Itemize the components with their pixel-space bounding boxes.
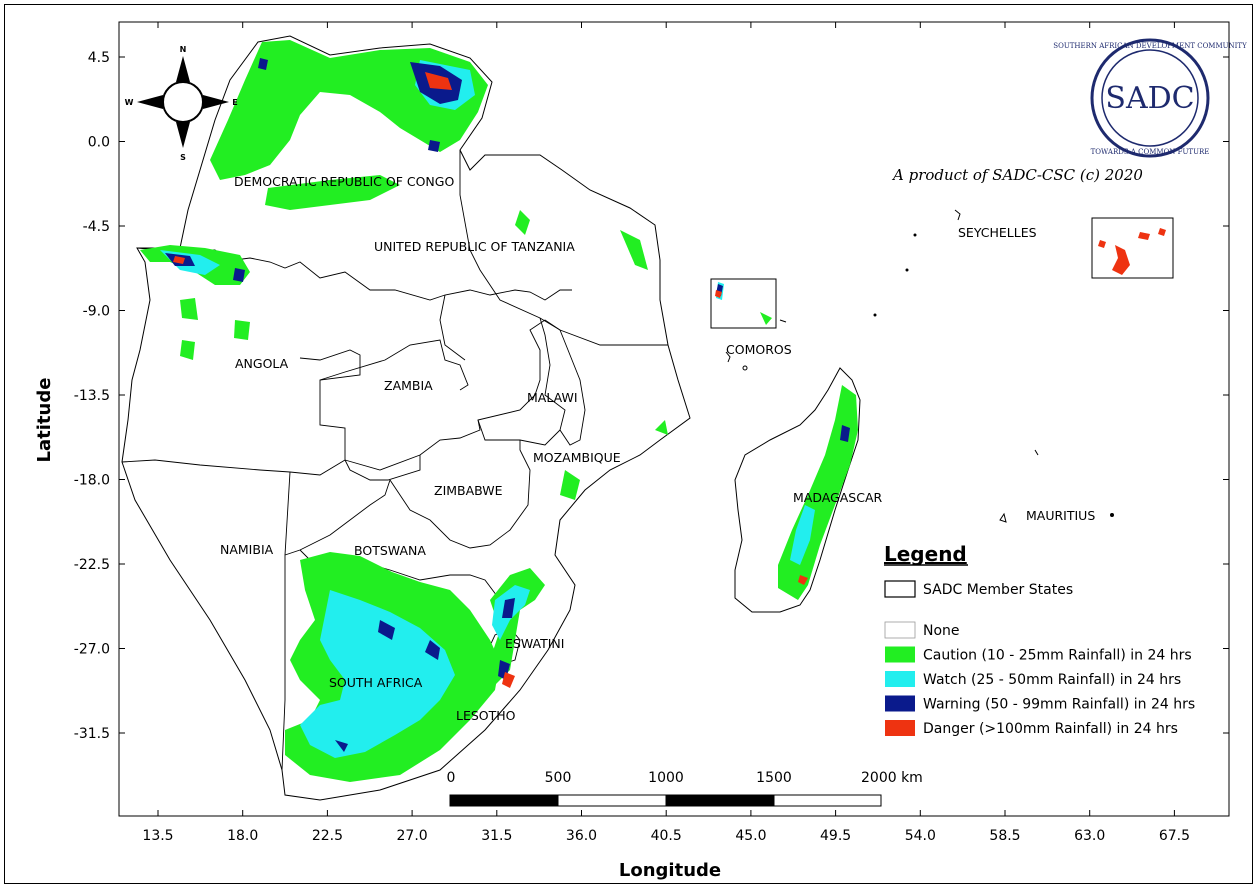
legend-swatch	[884, 621, 916, 639]
legend-swatch	[885, 695, 915, 712]
label-eswatini: ESWATINI	[505, 636, 564, 651]
legend-swatch	[885, 720, 915, 736]
label-comoros: COMOROS	[726, 342, 792, 357]
logo-motto: TOWARDS A COMMON FUTURE	[1091, 148, 1210, 156]
legend-item-label: Danger (>100mm Rainfall) in 24 hrs	[923, 721, 1178, 737]
legend-swatch-member-states	[884, 580, 916, 598]
x-tick-label: 58.5	[989, 828, 1020, 844]
x-tick-label: 36.0	[566, 828, 597, 844]
x-axis-title: Longitude	[619, 860, 721, 881]
label-zimbabwe: ZIMBABWE	[434, 483, 503, 498]
madagascar-outline	[734, 367, 861, 613]
y-tick-label: 0.0	[88, 135, 110, 151]
legend-title: Legend	[884, 542, 967, 566]
label-lesotho: LESOTHO	[456, 708, 516, 723]
y-tick-label: -18.0	[74, 473, 110, 489]
x-axis-ticks: 13.5 18.0 22.5 27.0 31.5 36.0 40.5 45.0 49.5 54.0…	[142, 22, 1190, 844]
label-madagascar: MADAGASCAR	[793, 490, 883, 505]
mauritius-inset	[1091, 217, 1174, 279]
scale-label-1500: 1500	[756, 770, 792, 786]
legend-item-label: Caution (10 - 25mm Rainfall) in 24 hrs	[923, 648, 1192, 664]
scale-label-2000: 2000 km	[861, 770, 923, 786]
sadc-logo: SADC SOUTHERN AFRICAN DEVELOPMENT COMMUN…	[1053, 38, 1247, 158]
logo-text: SADC	[1105, 81, 1194, 116]
x-tick-label: 67.5	[1159, 828, 1190, 844]
y-tick-label: -27.0	[74, 642, 110, 658]
x-tick-label: 54.0	[905, 828, 936, 844]
label-drc: DEMOCRATIC REPUBLIC OF CONGO	[234, 174, 454, 189]
label-seychelles: SEYCHELLES	[958, 225, 1037, 240]
label-malawi: MALAWI	[527, 390, 578, 405]
x-tick-label: 45.0	[735, 828, 766, 844]
y-tick-label: -4.5	[83, 219, 110, 235]
island-outlines	[725, 209, 1114, 523]
mainland-outline	[121, 35, 691, 801]
x-tick-label: 27.0	[397, 828, 428, 844]
label-tanzania: UNITED REPUBLIC OF TANZANIA	[374, 239, 575, 254]
label-botswana: BOTSWANA	[354, 543, 426, 558]
x-tick-label: 63.0	[1074, 828, 1105, 844]
label-zambia: ZAMBIA	[384, 378, 433, 393]
comoros-inset	[710, 278, 777, 329]
compass-e: E	[232, 98, 237, 107]
rainfall-danger-areas	[173, 72, 1166, 688]
label-namibia: NAMIBIA	[220, 542, 274, 557]
scale-label-0: 0	[447, 770, 456, 786]
x-tick-label: 49.5	[820, 828, 851, 844]
legend-item-label: Watch (25 - 50mm Rainfall) in 24 hrs	[923, 672, 1181, 688]
compass-s: S	[180, 153, 186, 162]
x-tick-label: 18.0	[227, 828, 258, 844]
legend-swatch	[885, 671, 915, 687]
compass-icon: N S E W	[125, 45, 238, 162]
legend-item-label: None	[923, 623, 960, 639]
label-angola: ANGOLA	[235, 356, 289, 371]
legend-item-label: Warning (50 - 99mm Rainfall) in 24 hrs	[923, 697, 1195, 713]
map-frame	[118, 21, 1230, 817]
legend-member-states: SADC Member States	[923, 582, 1073, 598]
compass-w: W	[125, 98, 134, 107]
x-tick-label: 13.5	[142, 828, 173, 844]
legend-swatch	[885, 646, 915, 663]
label-south-africa: SOUTH AFRICA	[329, 675, 423, 690]
y-tick-label: -31.5	[74, 726, 110, 742]
y-tick-label: -13.5	[74, 388, 110, 404]
product-credit: A product of SADC-CSC (c) 2020	[891, 166, 1143, 184]
y-tick-label: -9.0	[83, 304, 110, 320]
compass-n: N	[180, 45, 187, 54]
scale-label-1000: 1000	[648, 770, 684, 786]
label-mauritius: MAURITIUS	[1026, 508, 1095, 523]
x-tick-label: 31.5	[481, 828, 512, 844]
y-axis-ticks: 4.5 0.0 -4.5 -9.0 -13.5 -18.0 -22.5 -27.0 -31.5	[74, 50, 1229, 742]
scale-bar: 0 500 1000 1500 2000 km	[447, 770, 923, 807]
x-tick-label: 22.5	[312, 828, 343, 844]
page-border	[4, 4, 1253, 884]
y-axis-title: Latitude	[34, 378, 55, 463]
country-labels: DEMOCRATIC REPUBLIC OF CONGO UNITED REPU…	[220, 174, 1095, 723]
label-mozambique: MOZAMBIQUE	[533, 450, 621, 465]
logo-ring-text: SOUTHERN AFRICAN DEVELOPMENT COMMUNITY	[1053, 42, 1247, 50]
y-tick-label: 4.5	[88, 50, 110, 66]
y-tick-label: -22.5	[74, 557, 110, 573]
scale-label-500: 500	[545, 770, 572, 786]
x-tick-label: 40.5	[651, 828, 682, 844]
